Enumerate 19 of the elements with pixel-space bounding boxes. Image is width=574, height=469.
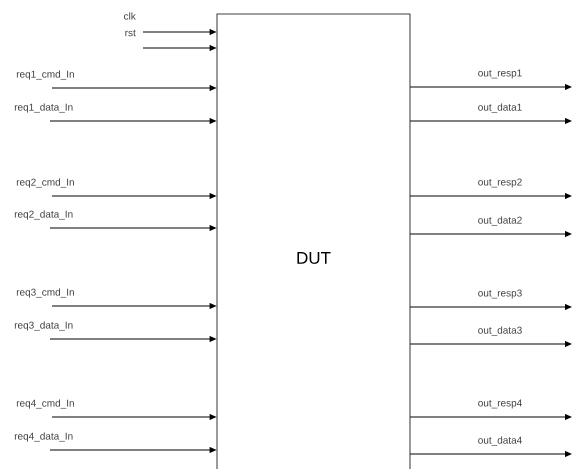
signal-label: out_data3 [478,326,522,336]
signal-label: req4_cmd_In [16,399,74,409]
signal-label: req2_cmd_In [16,178,74,188]
signal-label: out_resp2 [478,178,522,188]
signal-label: out_data2 [478,216,522,226]
signal-label: out_resp3 [478,289,522,299]
signal-label: req3_data_In [14,321,72,331]
signal-label: out_data1 [478,103,522,113]
signal-label: out_resp4 [478,400,522,408]
signal-label: req1_data_In [14,103,72,113]
signal-label: out_resp1 [478,70,522,78]
signal-label: req2_data_In [14,210,72,220]
signal-label: rst [125,30,136,36]
signal-label: req4_data_In [14,432,72,442]
signal-label: req3_cmd_In [16,288,74,298]
signal-label: req1_cmd_In [16,70,74,80]
signal-label: out_data4 [478,436,522,446]
block-box: DUT [216,14,410,469]
signal-label: clk [124,12,136,20]
